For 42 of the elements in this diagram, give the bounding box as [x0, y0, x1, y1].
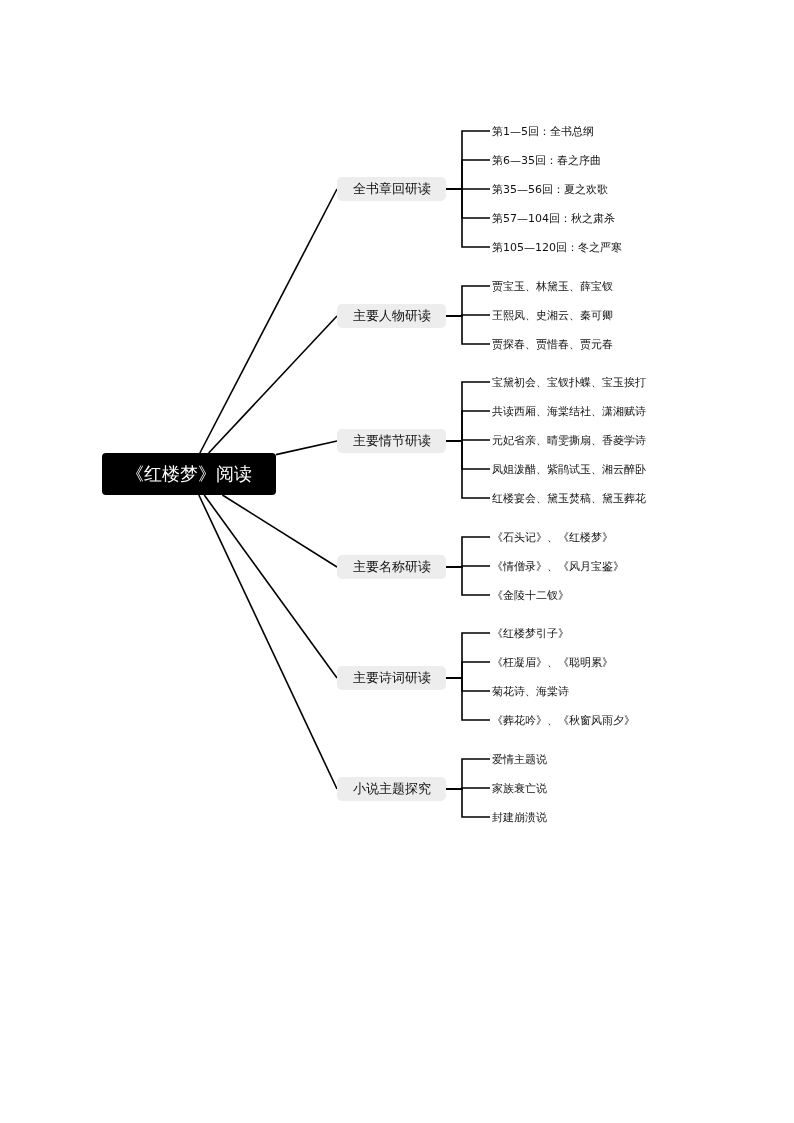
- topic-box: 主要情节研读: [337, 429, 446, 453]
- connector-line: [445, 566, 491, 596]
- connector-line: [275, 440, 338, 456]
- subtopic-text: 家族衰亡说: [490, 779, 547, 797]
- subtopic-text: 第1—5回：全书总纲: [490, 122, 594, 140]
- root-topic-box: 《红楼梦》阅读: [102, 453, 276, 495]
- subtopic-text: 《情僧录》、《风月宝鉴》: [490, 557, 624, 575]
- subtopic-text: 王熙凤、史湘云、秦可卿: [490, 306, 613, 324]
- connector-line: [198, 494, 338, 790]
- subtopic-text: 元妃省亲、晴雯撕扇、香菱学诗: [490, 431, 646, 449]
- subtopic-text: 第6—35回：春之序曲: [490, 151, 601, 169]
- connector-line: [199, 188, 338, 454]
- connector-line: [207, 315, 338, 454]
- topic-box: 主要人物研读: [337, 304, 446, 328]
- subtopic-text: 第57—104回：秋之肃杀: [490, 209, 615, 227]
- subtopic-text: 红楼宴会、黛玉焚稿、黛玉葬花: [490, 489, 646, 507]
- connector-line: [221, 494, 338, 568]
- connector-line: [445, 315, 491, 345]
- subtopic-text: 爱情主题说: [490, 750, 547, 768]
- connector-line: [445, 188, 491, 248]
- subtopic-text: 贾探春、贾惜春、贾元春: [490, 335, 613, 353]
- subtopic-text: 贾宝玉、林黛玉、薛宝钗: [490, 277, 613, 295]
- subtopic-text: 《金陵十二钗》: [490, 586, 569, 604]
- subtopic-text: 菊花诗、海棠诗: [490, 682, 569, 700]
- subtopic-text: 《红楼梦引子》: [490, 624, 569, 642]
- subtopic-text: 宝黛初会、宝钗扑蝶、宝玉挨打: [490, 373, 646, 391]
- connector-line: [203, 494, 338, 679]
- subtopic-text: 共读西厢、海棠结社、潇湘赋诗: [490, 402, 646, 420]
- topic-box: 主要诗词研读: [337, 666, 446, 690]
- connector-line: [445, 788, 491, 818]
- subtopic-text: 封建崩溃说: [490, 808, 547, 826]
- subtopic-text: 《石头记》、《红楼梦》: [490, 528, 613, 546]
- subtopic-text: 《葬花吟》、《秋窗风雨夕》: [490, 711, 635, 729]
- subtopic-text: 第105—120回：冬之严寒: [490, 238, 622, 256]
- topic-box: 主要名称研读: [337, 555, 446, 579]
- subtopic-text: 凤姐泼醋、紫鹃试玉、湘云醉卧: [490, 460, 646, 478]
- topic-box: 全书章回研读: [337, 177, 446, 201]
- subtopic-text: 第35—56回：夏之欢歌: [490, 180, 608, 198]
- connector-line: [445, 440, 491, 499]
- topic-box: 小说主题探究: [337, 777, 446, 801]
- connector-line: [445, 677, 491, 721]
- subtopic-text: 《枉凝眉》、《聪明累》: [490, 653, 613, 671]
